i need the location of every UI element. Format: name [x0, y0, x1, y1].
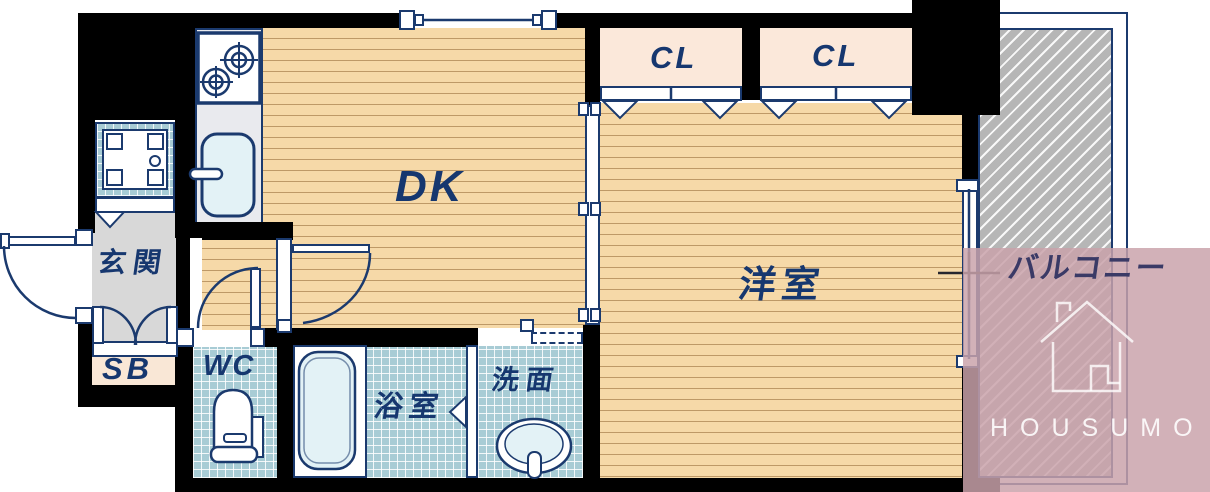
wall	[175, 120, 195, 238]
wall	[557, 13, 912, 28]
wc-door-jamb	[176, 328, 194, 347]
room-dk-floor	[263, 28, 585, 328]
washbasin-icon	[495, 417, 573, 479]
wall	[277, 333, 293, 492]
laundry-pan-foot	[106, 133, 123, 150]
dk-window-cap-right	[541, 10, 557, 30]
entrance-step	[190, 238, 202, 330]
house-icon	[1040, 300, 1134, 393]
dk-door-swing-arc	[302, 252, 372, 325]
room-label-closet-right: CL	[812, 38, 860, 73]
laundry-pan-foot	[147, 133, 164, 150]
laundry-pan-foot	[147, 169, 164, 186]
wall	[292, 328, 478, 347]
closet-door-triangle	[759, 100, 799, 120]
shoe-box-door-jamb	[92, 306, 104, 344]
wall	[78, 385, 185, 407]
washing-machine-space	[531, 332, 583, 344]
wall	[78, 120, 95, 233]
entrance-area	[92, 213, 176, 343]
bathtub-icon	[297, 350, 357, 471]
front-door-jamb	[75, 229, 93, 246]
laundry-niche-door-bar	[95, 197, 175, 213]
partition-handle	[590, 102, 601, 116]
washroom-entry-jamb	[520, 319, 534, 332]
laundry-niche-door-triangle	[93, 211, 127, 229]
wall	[585, 28, 600, 105]
wc-door-swing-arc	[196, 266, 259, 329]
room-label-shoebox: SB	[102, 351, 154, 386]
kitchen-sink-icon	[188, 132, 256, 218]
bath-folding-door-triangle	[448, 394, 467, 430]
shoe-box-door-arc	[133, 305, 172, 346]
room-label-closet-left: CL	[650, 40, 698, 75]
wall	[195, 13, 405, 28]
closet-door-triangle	[869, 100, 909, 120]
wall	[185, 478, 1000, 492]
wall	[175, 328, 193, 492]
wall	[742, 28, 760, 100]
closet-right-area	[760, 28, 912, 86]
watermark-brand-text: HOUSUMO	[990, 414, 1205, 442]
room-label-dk: DK	[395, 162, 465, 211]
toilet-icon	[209, 388, 264, 464]
partition-handle	[578, 202, 589, 216]
balcony-window-cap-top	[956, 179, 979, 192]
partition-handle	[578, 102, 589, 116]
front-door-swing-arc	[2, 245, 77, 320]
closet-door-triangle	[700, 100, 740, 120]
watermark-overlay	[963, 248, 1210, 492]
closet-door-triangle	[600, 100, 640, 120]
shoe-box-area	[92, 357, 178, 390]
wall	[195, 222, 293, 240]
stove-icon	[196, 31, 262, 105]
room-label-wc: WC	[203, 350, 256, 382]
wc-door-jamb	[250, 328, 265, 347]
laundry-pan-foot	[106, 169, 123, 186]
partition-handle	[590, 202, 601, 216]
dk-door-leaf	[292, 244, 370, 253]
wall	[176, 238, 190, 330]
bath-door-jamb	[277, 319, 292, 333]
hallway-floor	[202, 238, 276, 330]
closet-left-area	[600, 28, 742, 86]
room-western-floor	[600, 103, 962, 478]
wall	[583, 325, 600, 478]
front-door-jamb	[75, 307, 93, 324]
partition-handle	[590, 308, 601, 322]
partition-handle	[578, 308, 589, 322]
wall	[962, 115, 978, 187]
wall	[78, 13, 195, 120]
shoe-box-door-jamb	[166, 306, 178, 344]
wc-doorway	[194, 330, 250, 347]
wall-column	[912, 0, 1000, 115]
laundry-pan-drain	[149, 155, 161, 167]
